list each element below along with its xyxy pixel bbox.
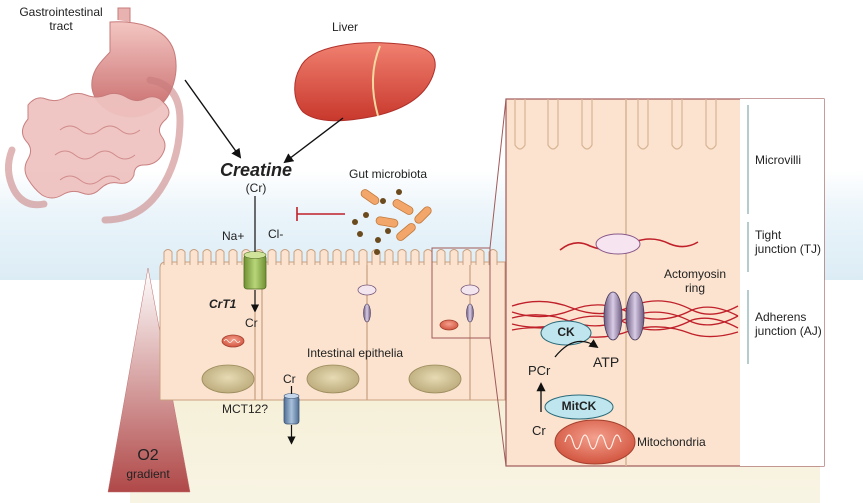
microvillus — [345, 249, 355, 265]
na-ion-label: Na+ — [222, 229, 245, 243]
microvillus — [202, 249, 212, 265]
mitochondria-label: Mitochondria — [637, 435, 706, 449]
o2-gradient-label: gradient — [126, 467, 170, 481]
o2-label: O2 — [137, 447, 159, 464]
creatine-abbr: (Cr) — [245, 181, 267, 195]
liver-organ — [294, 42, 436, 122]
tight-junction-label: Tight junction (TJ) — [755, 228, 822, 257]
mct12-label: MCT12? — [222, 402, 269, 416]
microvillus — [267, 249, 277, 265]
gi-tract-organ — [5, 7, 184, 224]
cr-mct-label: Cr — [283, 372, 296, 386]
actomyosin-line2: ring — [684, 280, 705, 295]
cr-inset-label: Cr — [532, 423, 546, 438]
cr-intracellular-label: Cr — [245, 316, 258, 330]
microvilli-label: Microvilli — [755, 153, 801, 167]
adherens-junction-line1: Adherens — [755, 310, 807, 324]
atp-label: ATP — [593, 354, 620, 370]
intestinal-epithelia-label: Intestinal epithelia — [307, 346, 404, 360]
pcr-label: PCr — [528, 363, 551, 378]
microvillus — [176, 249, 186, 265]
zoom-connector-bottom — [489, 337, 507, 467]
microvillus — [410, 249, 420, 265]
tight-junction-line2: junction (TJ) — [755, 241, 822, 256]
microvillus — [319, 249, 329, 265]
crt1-label: CrT1 — [209, 297, 237, 311]
microbiota-inhibition — [296, 207, 345, 221]
microvillus — [423, 249, 433, 265]
gut-microbiota-label: Gut microbiota — [349, 167, 428, 181]
gi-tract-label-line2: tract — [49, 18, 73, 33]
microvillus — [306, 249, 316, 265]
actomyosin-label: Actomyosin ring — [650, 267, 740, 296]
zoom-box — [431, 247, 491, 339]
adherens-junction-label: Adherens junction (AJ) — [755, 310, 822, 339]
gi-tract-label: Gastrointestinal tract — [6, 5, 116, 34]
microvillus — [293, 249, 303, 265]
microvillus — [384, 249, 394, 265]
microvillus — [462, 249, 472, 265]
actomyosin-line1: Actomyosin — [663, 267, 727, 281]
microvillus — [436, 249, 446, 265]
microvillus — [163, 249, 173, 265]
liver-label: Liver — [332, 20, 359, 34]
gi-tract-arrow — [184, 79, 242, 159]
microvillus — [397, 249, 407, 265]
gut-microbiota-bacteria — [352, 189, 432, 255]
ck-label: CK — [557, 325, 575, 339]
cl-ion-label: Cl- — [268, 227, 284, 241]
zoom-connector-top — [489, 98, 507, 249]
microvillus — [488, 249, 498, 265]
microvillus — [332, 249, 342, 265]
mitck-label: MitCK — [561, 399, 597, 413]
microvillus — [475, 249, 485, 265]
epithelial-cells — [159, 249, 506, 401]
microvillus — [189, 249, 199, 265]
microvillus — [228, 249, 238, 265]
creatine-title: Creatine — [219, 160, 293, 180]
microvillus — [449, 249, 459, 265]
microvillus — [280, 249, 290, 265]
microvillus — [215, 249, 225, 265]
mct12-transporter — [283, 393, 300, 425]
gi-tract-label-line1: Gastrointestinal — [19, 5, 103, 19]
crt1-transporter — [243, 251, 267, 290]
adherens-junction-line2: junction (AJ) — [755, 323, 822, 338]
liver-arrow — [283, 117, 344, 164]
microvillus — [358, 249, 368, 265]
inset-panel — [505, 98, 825, 467]
tight-junction-line1: Tight — [755, 228, 782, 242]
